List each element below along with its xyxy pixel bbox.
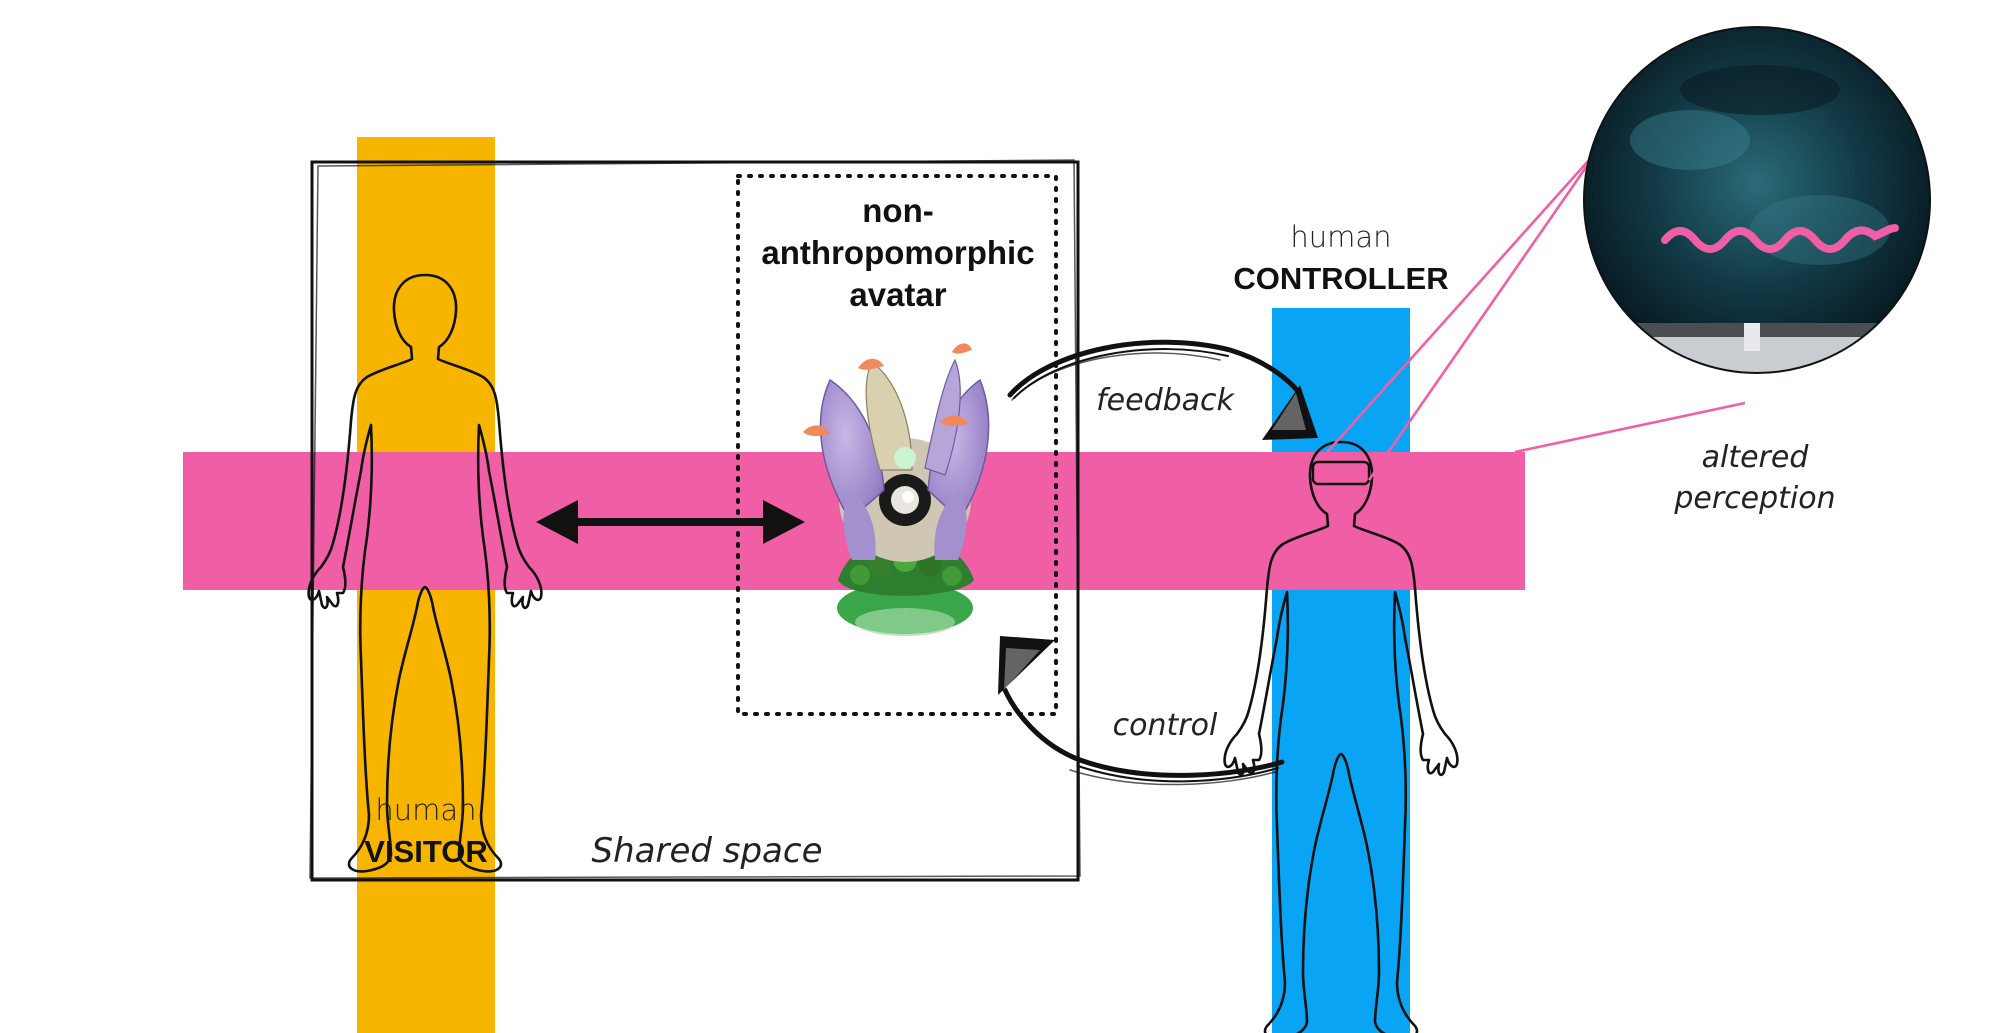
control-arrow <box>1002 687 1285 786</box>
avatar-label-line1: non- <box>862 192 933 229</box>
perception-link-lines <box>1321 149 1746 481</box>
interaction-double-arrow <box>536 500 805 544</box>
avatar-dotted-frame <box>736 174 1058 716</box>
controller-prefix-label: human <box>1290 220 1391 254</box>
altered-perception-line1: altered <box>1702 440 1810 475</box>
shared-space-frame <box>309 159 1081 882</box>
vr-headset-icon <box>1311 460 1371 486</box>
feedback-arrowhead <box>1262 385 1318 440</box>
vr-view-icon <box>1583 26 1931 374</box>
avatar-label-line3: avatar <box>849 276 946 313</box>
avatar-label-line2: anthropomorphic <box>761 234 1034 271</box>
controller-figure-icon <box>1223 440 1459 1033</box>
feedback-arrow <box>1007 339 1303 401</box>
flower-robot-avatar-icon <box>803 343 990 636</box>
visitor-prefix-label: human <box>375 793 476 827</box>
visitor-name-label: VISITOR <box>364 834 487 869</box>
control-arrowhead <box>998 636 1055 695</box>
control-label: control <box>1113 708 1218 743</box>
controller-name-label: CONTROLLER <box>1233 261 1448 296</box>
shared-space-label: Shared space <box>592 831 823 871</box>
feedback-label: feedback <box>1096 383 1235 418</box>
altered-perception-line2: perception <box>1673 481 1835 516</box>
visitor-figure-icon <box>307 273 543 873</box>
